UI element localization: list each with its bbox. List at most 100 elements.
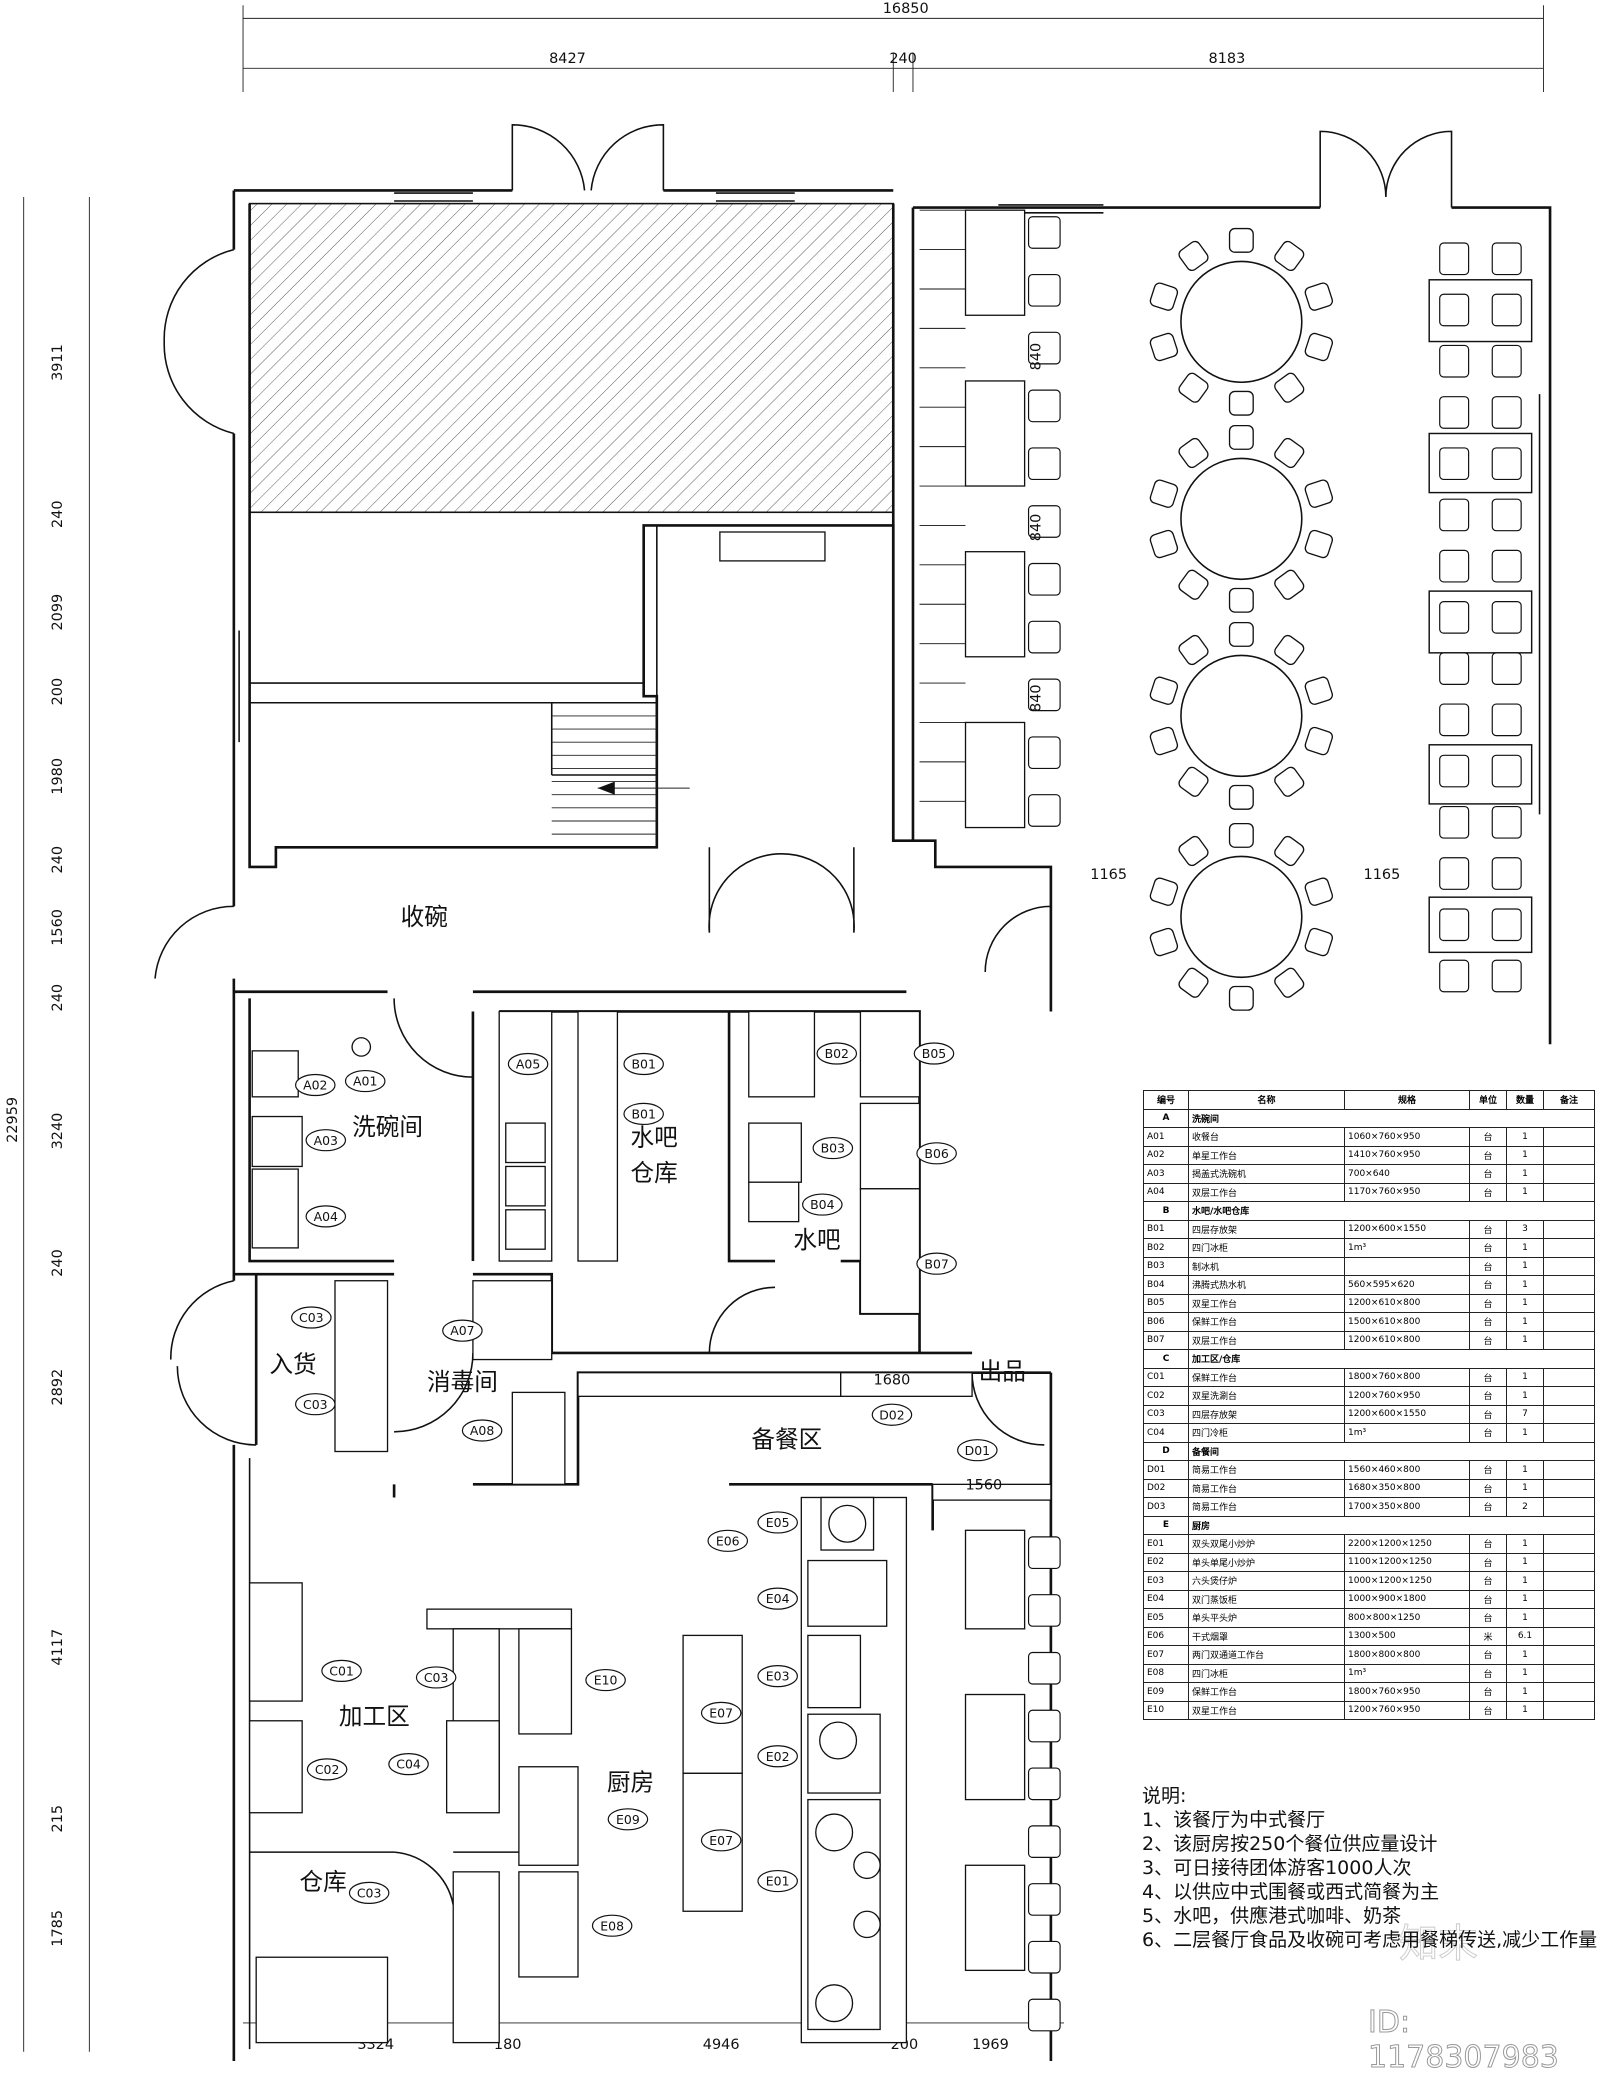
chair xyxy=(1178,634,1209,666)
chair xyxy=(1491,242,1522,276)
equipment-tag-label: A04 xyxy=(314,1209,338,1224)
equipment-tag: B07 xyxy=(916,1252,957,1275)
equipment-tag: A01 xyxy=(344,1069,386,1093)
chair xyxy=(1027,505,1061,538)
chair xyxy=(1439,549,1470,583)
range-hood xyxy=(719,531,826,562)
chair xyxy=(1304,927,1334,957)
cell-spec: 700×640 xyxy=(1344,1164,1470,1184)
room-label: 出品 xyxy=(979,1357,1026,1385)
chair xyxy=(1228,985,1254,1011)
cell-spec: 1000×1200×1250 xyxy=(1344,1571,1470,1591)
cell-remark xyxy=(1543,1534,1595,1554)
chair xyxy=(1027,1594,1061,1627)
equipment-tag-label: B01 xyxy=(631,1107,655,1122)
chair xyxy=(1178,437,1209,469)
cell-unit: 台 xyxy=(1469,1423,1507,1443)
cell-unit: 台 xyxy=(1469,1367,1507,1387)
cell-code: E04 xyxy=(1143,1589,1189,1609)
equipment-tag: B04 xyxy=(802,1193,843,1216)
room-label: 厨房 xyxy=(607,1768,654,1796)
cell-spec: 1170×760×950 xyxy=(1344,1182,1470,1202)
cell-spec: 1000×900×1800 xyxy=(1344,1589,1470,1609)
cell-spec: 1680×350×800 xyxy=(1344,1478,1470,1498)
room-label: 仓库 xyxy=(631,1159,678,1187)
equipment-tag-label: A08 xyxy=(470,1423,494,1438)
equipment-tag-label: E10 xyxy=(594,1673,618,1688)
chair xyxy=(1027,1998,1061,2032)
dim-inner: 1680 xyxy=(874,1373,911,1389)
equipment-tag-label: C03 xyxy=(357,1885,382,1900)
equipment-tag-label: C03 xyxy=(299,1310,324,1325)
cell-unit: 台 xyxy=(1469,1312,1507,1332)
equipment-tag-label: C02 xyxy=(315,1762,340,1777)
chair xyxy=(1274,569,1305,600)
cell-remark xyxy=(1543,1367,1595,1387)
chair xyxy=(1491,396,1522,429)
chair xyxy=(1439,344,1470,378)
booth-table xyxy=(964,1693,1026,1801)
equipment-tag: B02 xyxy=(816,1042,858,1065)
cell-qty: 1 xyxy=(1506,1608,1544,1628)
cell-unit: 台 xyxy=(1469,1164,1507,1184)
chair xyxy=(1491,293,1522,327)
chair xyxy=(1027,1651,1061,1685)
cell-qty: 1 xyxy=(1506,1330,1544,1350)
chair xyxy=(1439,396,1470,429)
dim-top: 240 xyxy=(889,51,917,67)
cell-code: B05 xyxy=(1143,1293,1189,1313)
cell-qty: 1 xyxy=(1506,1552,1544,1572)
cell-code: B01 xyxy=(1143,1219,1189,1239)
cell-code: E05 xyxy=(1143,1608,1189,1628)
dim-inner: 1165 xyxy=(1364,867,1401,883)
equipment-tag-label: D02 xyxy=(879,1407,904,1422)
cell-code: D01 xyxy=(1143,1460,1189,1480)
cell-qty: 1 xyxy=(1506,1571,1544,1591)
chair xyxy=(1439,242,1470,276)
cell-remark xyxy=(1543,1293,1595,1313)
cell-name: 双星洗涮台 xyxy=(1188,1386,1345,1406)
round-table xyxy=(1149,227,1334,416)
cell-qty: 6.1 xyxy=(1506,1626,1544,1646)
equipment-tag: E09 xyxy=(607,1808,649,1831)
cell-remark xyxy=(1543,1497,1595,1517)
column-header: 规格 xyxy=(1344,1090,1470,1110)
dim-left: 2099 xyxy=(50,594,66,631)
cell-spec: 1200×760×950 xyxy=(1344,1700,1470,1720)
cell-unit: 台 xyxy=(1469,1293,1507,1313)
note-item: 3、可日接待团体游客1000人次 xyxy=(1142,1857,1412,1879)
column-header: 名称 xyxy=(1188,1090,1345,1110)
chair xyxy=(1228,587,1254,613)
equipment-tag-label: B06 xyxy=(924,1146,948,1161)
dim-left: 3911 xyxy=(50,344,66,381)
round-table xyxy=(1149,621,1334,810)
cell-unit: 台 xyxy=(1469,1386,1507,1406)
cell-qty: 1 xyxy=(1506,1145,1544,1165)
cell-unit: 台 xyxy=(1469,1571,1507,1591)
dim-left: 3240 xyxy=(50,1113,66,1150)
equipment-tag: E04 xyxy=(757,1587,798,1610)
dim-left: 240 xyxy=(50,500,66,528)
equipment-tag: E08 xyxy=(591,1914,633,1937)
cell-remark xyxy=(1543,1682,1595,1702)
cell-remark xyxy=(1543,1312,1595,1332)
cell-qty: 2 xyxy=(1506,1497,1544,1517)
cell-section-name: 加工区/仓库 xyxy=(1188,1349,1595,1369)
equipment-tag: C03 xyxy=(348,1881,390,1904)
cell-code: E09 xyxy=(1143,1682,1189,1702)
chair xyxy=(1149,479,1179,508)
booth-table xyxy=(964,209,1026,316)
cell-spec: 1800×760×800 xyxy=(1344,1367,1470,1387)
chair xyxy=(1491,857,1522,890)
dim-left: 4117 xyxy=(50,1629,66,1666)
booth-table xyxy=(964,1529,1026,1630)
